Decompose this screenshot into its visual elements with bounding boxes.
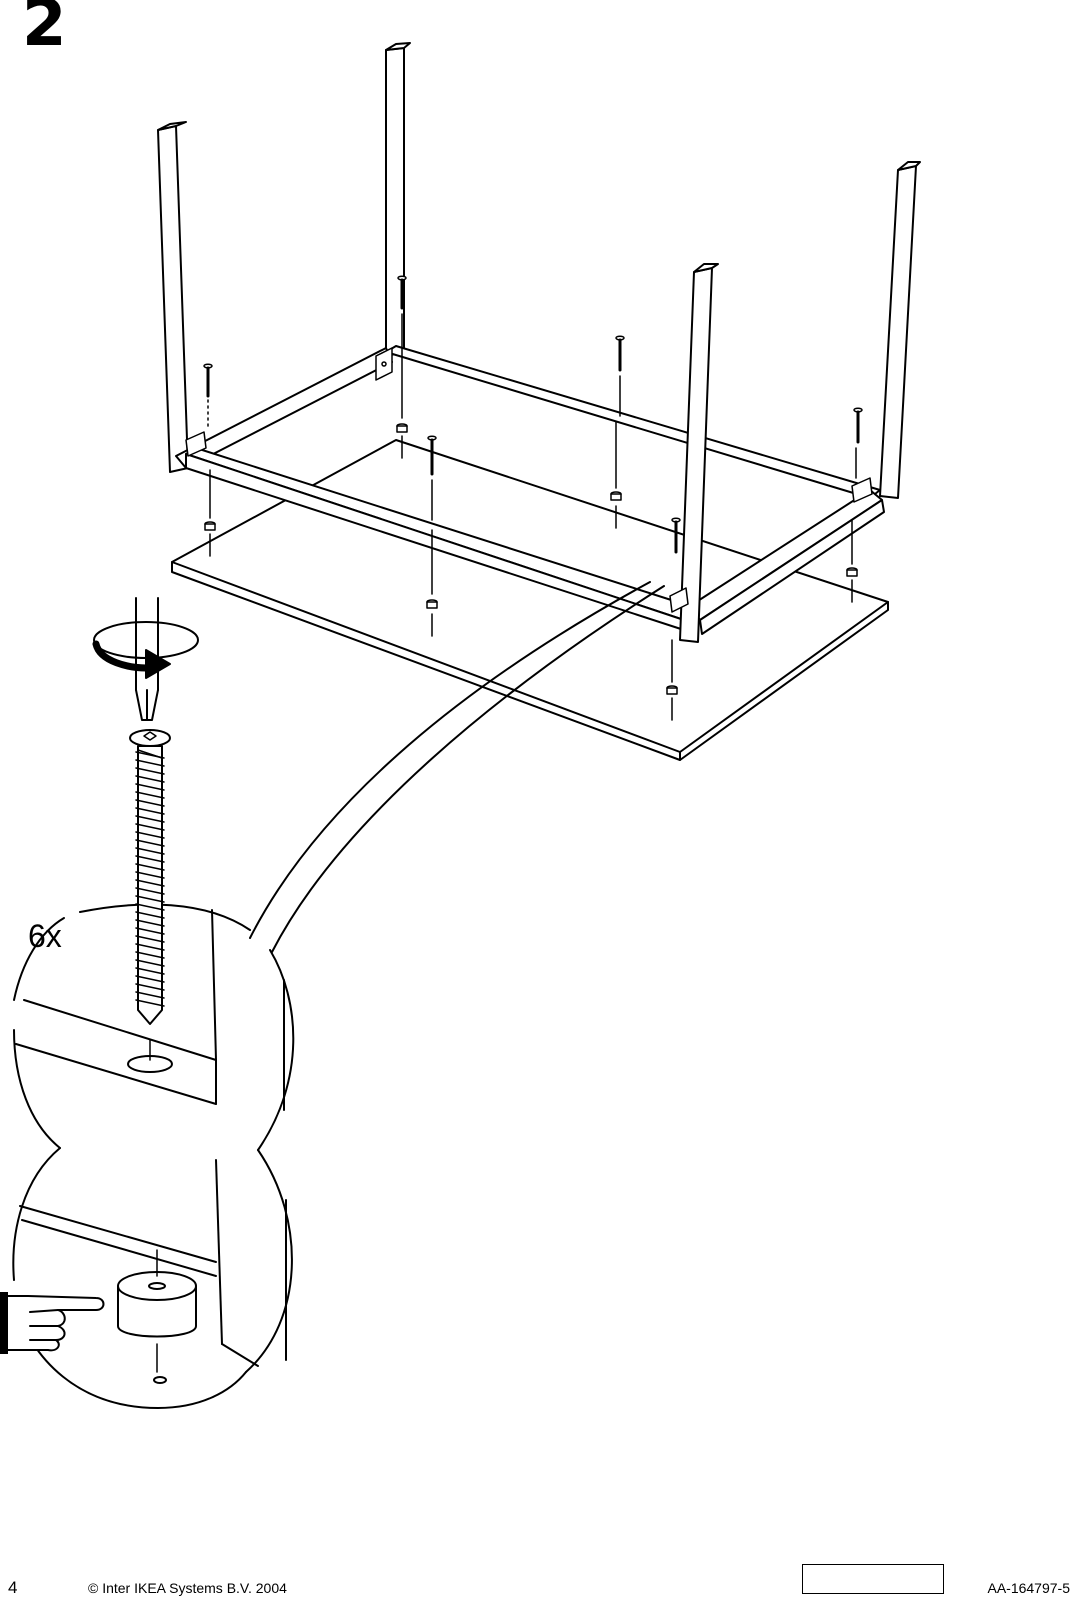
article-code: AA-164797-5 [987,1580,1070,1596]
pointing-hand-icon [0,1292,104,1354]
copyright-notice: © Inter IKEA Systems B.V. 2004 [88,1580,287,1596]
rotate-arrow-icon [94,622,198,678]
screw-icon [611,336,624,528]
detail-spacer [118,1250,196,1383]
step-number: 2 [22,0,65,56]
leg-back-left [158,122,188,472]
leg-back-middle [386,43,410,356]
page-number: 4 [8,1578,17,1598]
leg-far-right [880,162,920,498]
quantity-label: 6x [28,920,62,952]
footer-empty-box [802,1564,944,1594]
